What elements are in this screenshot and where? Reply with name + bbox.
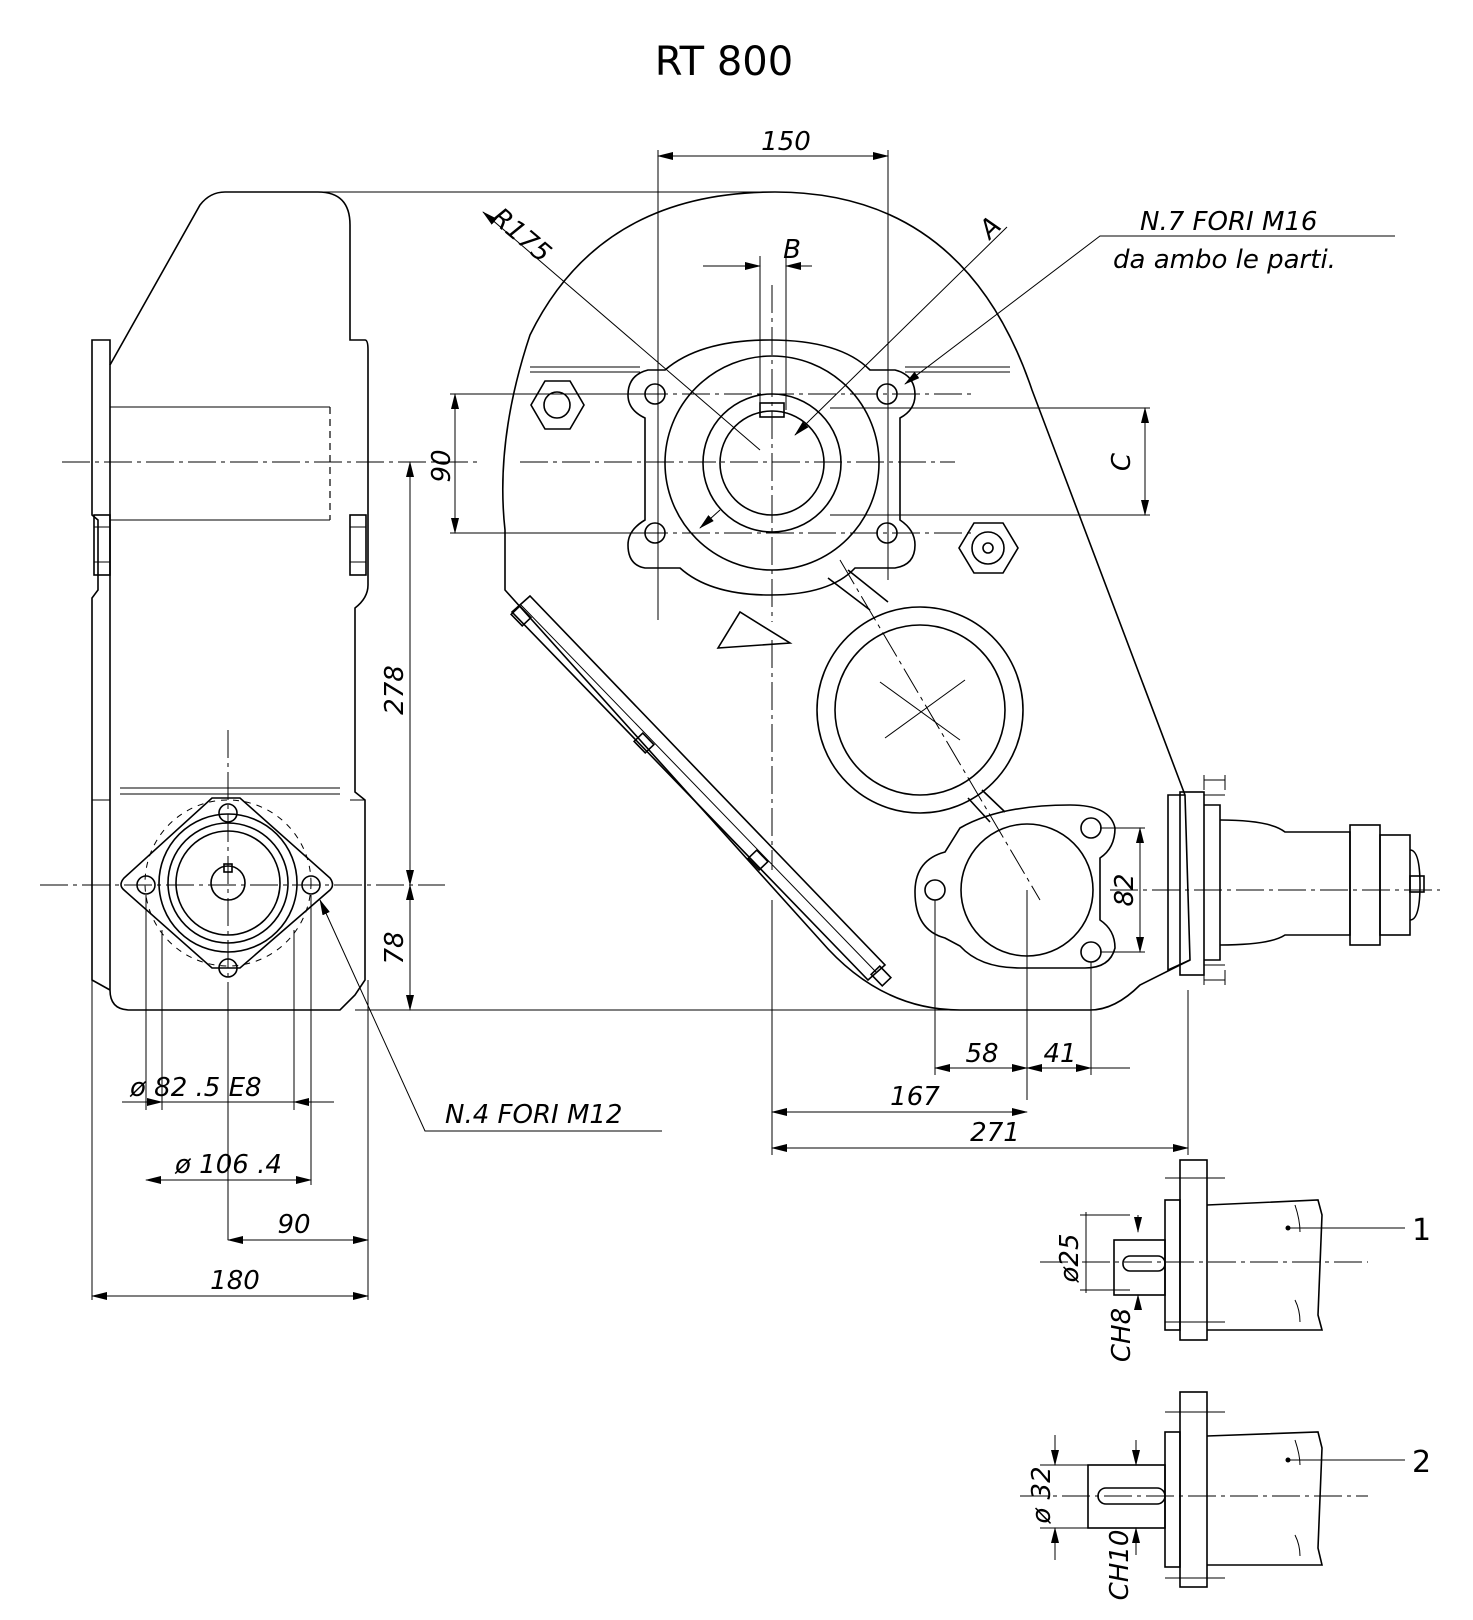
dim-271: 271 [970, 1118, 1020, 1148]
note-holes-m16: N.7 FORI M16 [1140, 207, 1317, 237]
side-view [40, 191, 480, 1011]
dim-90-horizontal: 90 [277, 1210, 310, 1240]
dim-dia-25: ø25 [1055, 1234, 1085, 1284]
dim-ch10: CH10 [1105, 1530, 1135, 1601]
drawing-title: RT 800 [655, 39, 793, 85]
dim-82: 82 [1110, 873, 1140, 906]
label-b: B [783, 235, 801, 265]
dim-58: 58 [965, 1039, 998, 1069]
dim-dia-82-5-e8: ø 82 .5 E8 [129, 1073, 262, 1103]
callout-1: 1 [1412, 1213, 1431, 1248]
label-a: A [972, 211, 1007, 246]
dimensions: 150 R175 A B N.7 FORI M16 da ambo le par… [91, 127, 1395, 1300]
shaft-detail-2: ø 32 CH10 2 [1020, 1391, 1431, 1601]
dim-78: 78 [380, 931, 410, 964]
dim-180: 180 [210, 1266, 260, 1296]
note-holes-m12: N.4 FORI M12 [445, 1100, 622, 1130]
dim-dia-32: ø 32 [1027, 1466, 1057, 1524]
dim-ch8: CH8 [1107, 1308, 1137, 1362]
dim-dia-106-4: ø 106 .4 [174, 1150, 282, 1180]
dim-90-vertical: 90 [427, 449, 457, 482]
shaft-detail-1: ø25 CH8 1 [1040, 1159, 1431, 1362]
dim-41: 41 [1043, 1039, 1076, 1069]
note-holes-both-sides: da ambo le parti. [1113, 245, 1336, 275]
dim-278: 278 [380, 665, 410, 715]
dim-150: 150 [761, 127, 811, 157]
callout-2: 2 [1412, 1445, 1431, 1480]
label-c: C [1107, 452, 1137, 471]
front-view [502, 191, 1440, 1100]
dim-r175: R175 [486, 202, 557, 269]
dim-167: 167 [890, 1082, 940, 1112]
